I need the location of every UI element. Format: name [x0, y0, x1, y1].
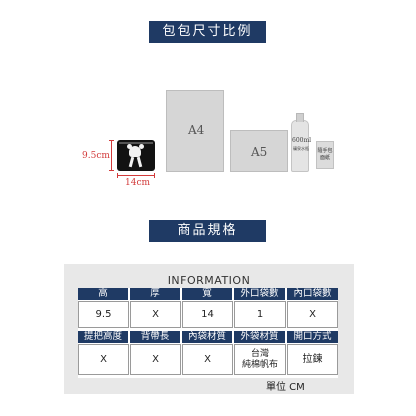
zipper: [119, 142, 153, 144]
bag-image: [117, 140, 155, 171]
width-label: 14cm: [125, 178, 151, 188]
value-strap-length: X: [130, 344, 181, 375]
header-height: 高: [78, 288, 128, 300]
bear-face: [129, 146, 141, 157]
bear-leg-left: [128, 156, 135, 168]
value-height: 9.5: [78, 301, 129, 328]
info-title: INFORMATION: [167, 274, 251, 287]
height-dimension-line: [109, 140, 114, 171]
header-outer-material: 外袋材質: [234, 331, 285, 343]
value-inner-pockets: X: [287, 301, 338, 328]
size-ratio-banner: 包包尺寸比例: [149, 21, 266, 43]
bear-ear-left: [127, 144, 132, 149]
a4-label: A4: [188, 123, 205, 137]
value-handle-height: X: [78, 344, 129, 375]
bear-ear-right: [139, 144, 144, 149]
header-outer-pockets: 外口袋數: [234, 288, 285, 300]
value-width: 14: [182, 301, 233, 328]
bear-leg-right: [136, 156, 143, 168]
header-inner-pockets: 內口袋數: [287, 288, 338, 300]
water-bottle: [291, 113, 309, 172]
value-lining-material: X: [182, 344, 233, 375]
value-outer-pockets: 1: [234, 301, 286, 328]
value-outer-material: 台灣 純棉帆布: [234, 344, 286, 375]
tissue-pack: [316, 141, 334, 169]
a5-label: A5: [251, 145, 268, 159]
a5-paper: A5: [230, 130, 288, 172]
width-dimension-line: [117, 173, 155, 178]
value-thickness: X: [130, 301, 181, 328]
spec-table: 高 厚 寬 外口袋數 內口袋數 9.5 X 14 1 X 提把高度 背帶長 內袋…: [78, 288, 338, 378]
a4-paper: A4: [166, 90, 224, 172]
header-lining-material: 內袋材質: [182, 331, 232, 343]
height-label: 9.5cm: [82, 151, 110, 161]
unit-label: 單位 CM: [266, 382, 305, 393]
header-thickness: 厚: [130, 288, 180, 300]
header-width: 寬: [182, 288, 232, 300]
header-strap-length: 背帶長: [130, 331, 180, 343]
header-handle-height: 提把高度: [78, 331, 128, 343]
value-closure-type: 拉鍊: [287, 344, 338, 375]
tissue-label: 隨手包 面紙: [317, 148, 333, 161]
specs-banner: 商品規格: [149, 220, 266, 242]
bottle-label: 600ml: [292, 137, 312, 144]
header-closure-type: 開口方式: [287, 331, 338, 343]
bottle-sublabel: 礦泉水瓶: [293, 146, 309, 151]
